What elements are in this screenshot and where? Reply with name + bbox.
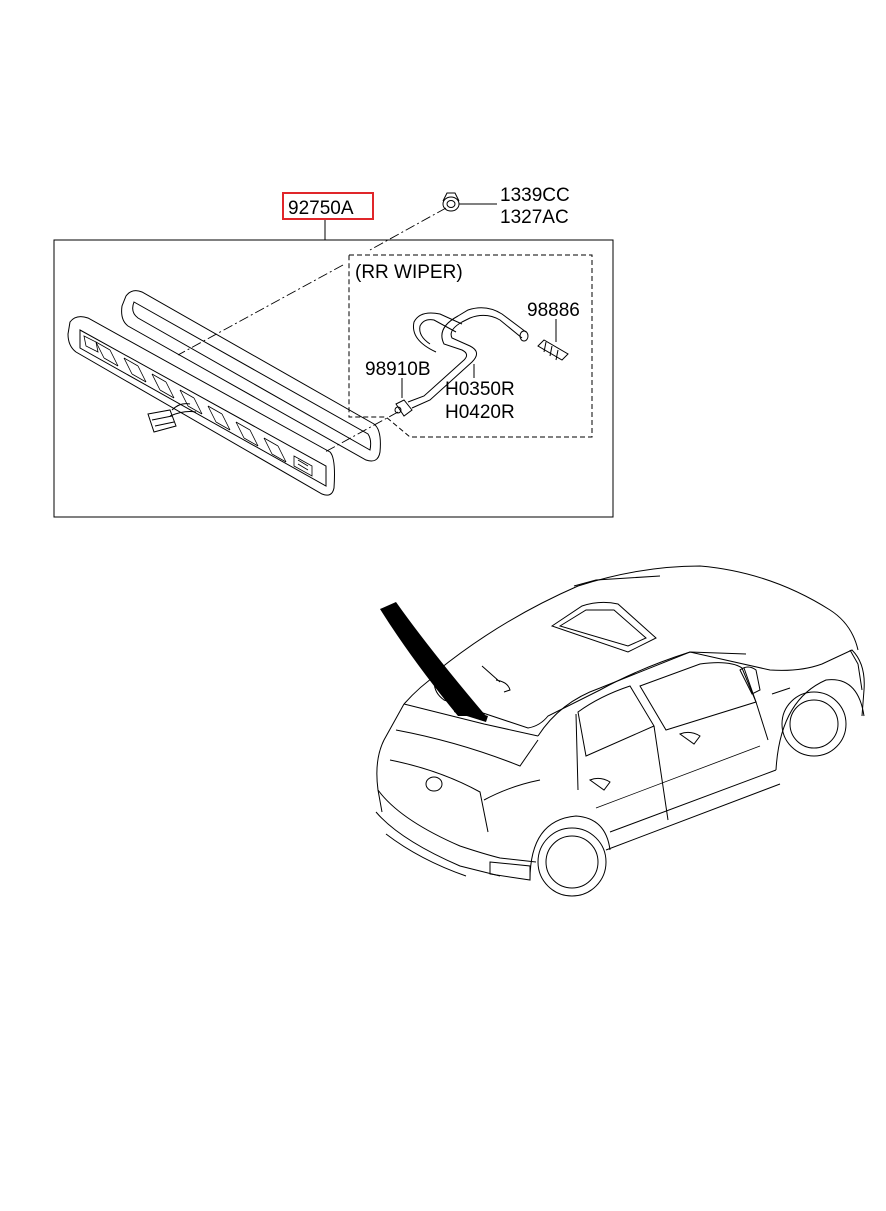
lamp-connector (147, 403, 197, 433)
axis-line-3 (324, 411, 399, 453)
label-connector[interactable]: 98910B (365, 359, 431, 380)
label-assembly: 92750A (288, 198, 354, 219)
lamp-body (67, 316, 335, 496)
location-pointer (380, 602, 486, 716)
axis-line-2 (177, 264, 344, 356)
label-hose-a[interactable]: H0350R (445, 379, 515, 400)
highlight-box (282, 192, 374, 220)
callout-92750A[interactable]: 92750A (282, 192, 374, 220)
axis-line-1 (369, 207, 447, 251)
rr-wiper-group-box (348, 254, 593, 438)
hose-connector-part (394, 399, 413, 417)
label-nut-b[interactable]: 1327AC (500, 207, 569, 228)
car-illustration (375, 565, 865, 897)
lamp-location-mark (454, 706, 488, 722)
label-nut-a[interactable]: 1339CC (500, 185, 570, 206)
label-hose-b[interactable]: H0420R (445, 402, 515, 423)
assembly-frame (53, 239, 614, 518)
washer-hose (407, 307, 529, 409)
nut-part (442, 192, 460, 212)
label-nozzle[interactable]: 98886 (527, 300, 580, 321)
nozzle-part (537, 339, 569, 361)
lamp-cover (121, 290, 381, 462)
label-group-title[interactable]: (RR WIPER) (355, 262, 463, 283)
